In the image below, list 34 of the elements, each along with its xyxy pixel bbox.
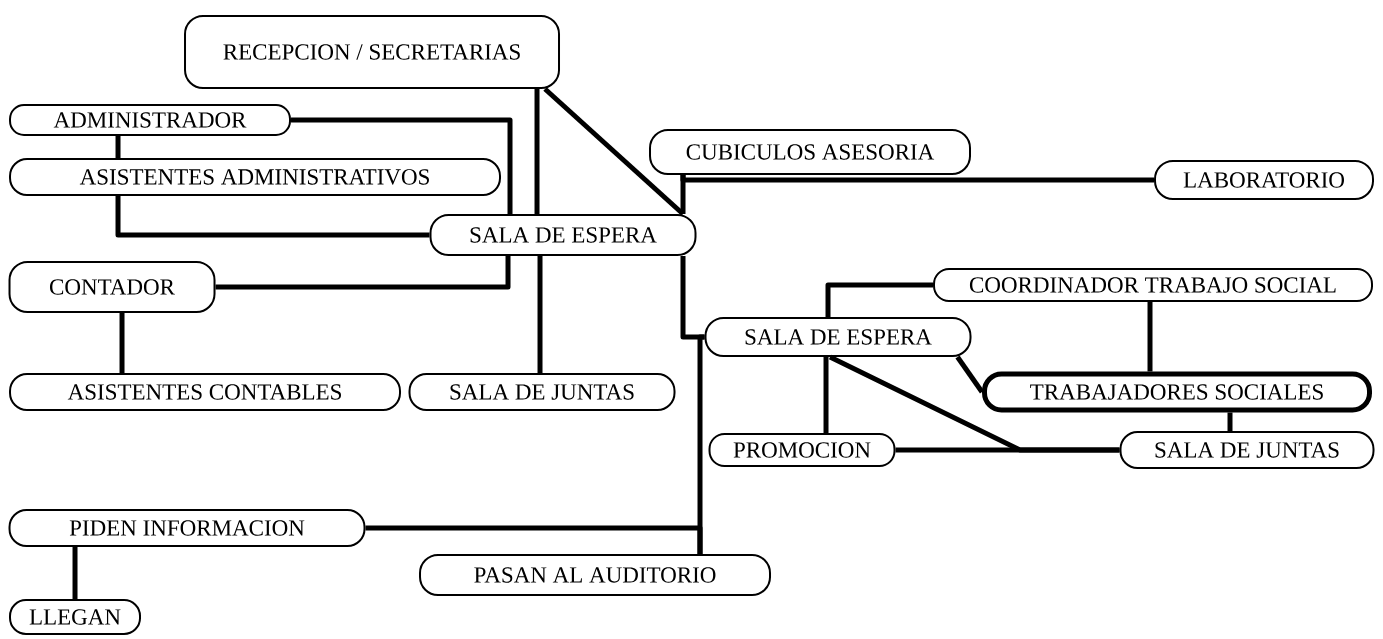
connector-line xyxy=(1147,302,1153,372)
process-box: RECEPCION / SECRETARIAS xyxy=(184,15,560,89)
process-box: CUBICULOS ASESORIA xyxy=(649,129,971,175)
connector-line xyxy=(537,256,543,373)
process-box: PIDEN INFORMACION xyxy=(8,509,366,547)
process-box: SALA DE ESPERA xyxy=(704,317,972,357)
process-box: SALA DE ESPERA xyxy=(429,214,697,256)
connector-line xyxy=(955,355,985,394)
process-box: ASISTENTES CONTABLES xyxy=(9,373,401,411)
connector-line xyxy=(72,547,78,599)
process-box: SALA DE JUNTAS xyxy=(1119,431,1375,469)
connector-line xyxy=(291,117,513,214)
connector-line xyxy=(680,175,1154,183)
connector-line xyxy=(1227,412,1233,431)
connector-line xyxy=(825,282,933,317)
connector-line xyxy=(115,136,121,158)
process-box: PROMOCION xyxy=(708,433,896,467)
connector-line xyxy=(215,256,511,290)
process-box: SALA DE JUNTAS xyxy=(408,373,676,411)
connector-line xyxy=(115,196,430,238)
connector-line xyxy=(895,447,1120,453)
process-box: LABORATORIO xyxy=(1154,160,1374,200)
process-box: COORDINADOR TRABAJO SOCIAL xyxy=(933,268,1373,302)
connector-line xyxy=(365,525,703,554)
connector-line xyxy=(534,89,540,214)
connector-line xyxy=(823,357,829,433)
connector-line xyxy=(543,87,685,216)
process-box: ADMINISTRADOR xyxy=(9,104,291,136)
process-box: TRABAJADORES SOCIALES xyxy=(982,371,1372,413)
process-box: ASISTENTES ADMINISTRATIVOS xyxy=(9,158,501,196)
process-box: CONTADOR xyxy=(8,261,216,313)
process-box: PASAN AL AUDITORIO xyxy=(419,554,771,596)
connector-line xyxy=(119,313,125,373)
process-box: LLEGAN xyxy=(9,599,141,635)
